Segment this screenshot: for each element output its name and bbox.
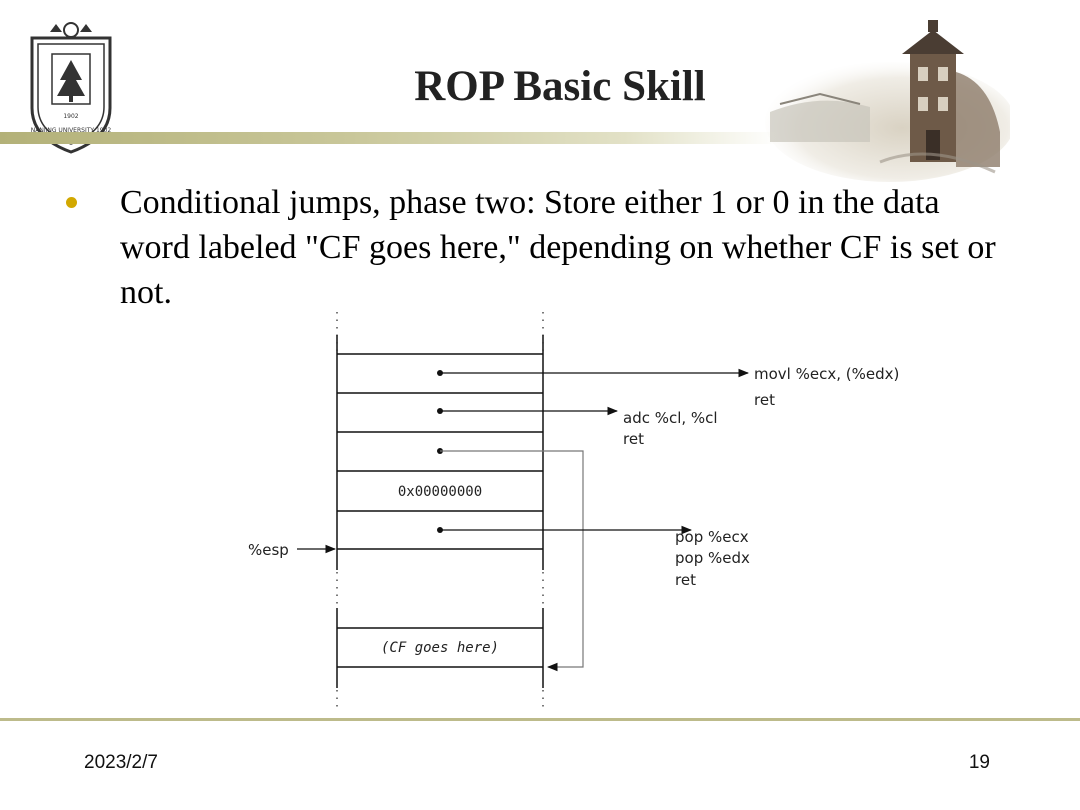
cell-cf-goes-here: (CF goes here) <box>381 640 499 656</box>
gadget-adc-line-2: ret <box>623 430 644 448</box>
gadget-pop-line-3: ret <box>675 571 696 589</box>
gadget-adc-line-1: adc %cl, %cl <box>623 409 718 427</box>
svg-text:1902: 1902 <box>63 113 78 120</box>
page-title: ROP Basic Skill <box>414 63 706 110</box>
gadget-movl-line-2: ret <box>754 391 775 409</box>
gadget-pop-line-1: pop %ecx <box>675 528 749 546</box>
nanjing-university-seal-icon: 1902 NANJING UNIVERSITY 1902 <box>30 22 112 154</box>
page-number: 19 <box>968 752 990 773</box>
bullet-text: Conditional jumps, phase two: Store eith… <box>120 184 996 311</box>
gadget-pop-line-2: pop %edx <box>675 549 750 567</box>
header-rule <box>0 132 780 144</box>
pointer-arrow-cf <box>440 450 584 672</box>
bullet-dot-icon <box>66 197 77 208</box>
esp-label: %esp <box>248 541 289 559</box>
gadget-movl-line-1: movl %ecx, (%edx) <box>754 365 899 383</box>
footer-date: 2023/2/7 <box>84 752 158 773</box>
cell-value-zero: 0x00000000 <box>398 484 482 500</box>
tower-photo-icon <box>765 20 1010 182</box>
logo-text: NANJING UNIVERSITY 1902 <box>31 127 112 134</box>
footer-rule <box>0 718 1080 721</box>
